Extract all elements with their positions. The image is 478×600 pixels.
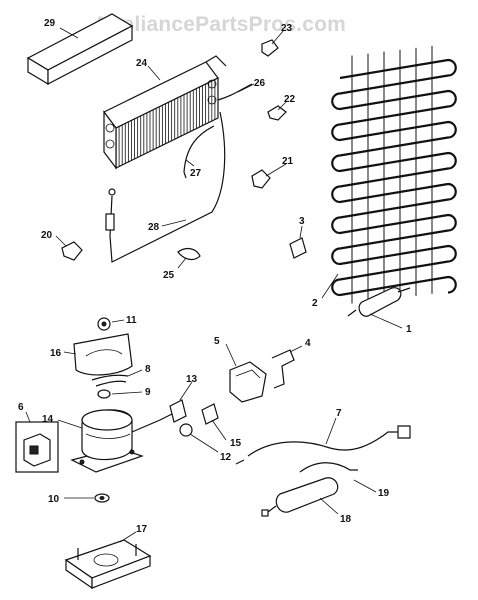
callout-15: 15 [230,438,242,449]
part-12-cap [179,423,193,437]
callout-20: 20 [41,230,53,241]
condenser-tube [331,58,457,297]
part-3-bracket [289,237,307,259]
part-2-wire-condenser [331,45,457,304]
part-28-tube [105,111,226,263]
part-6-inset [15,421,59,473]
part-8-clip [91,374,129,387]
callout-18: 18 [340,514,352,525]
part-16-cover [73,333,133,376]
callout-4: 4 [305,338,311,349]
callout-25: 25 [163,270,175,281]
leader-lines [25,27,403,543]
callout-19: 19 [378,488,390,499]
part-11-grommet [97,317,111,331]
watermark: AppliancePartsPros.com [93,13,346,36]
part-29-insulation-pad [26,13,134,86]
callout-labels: 1 2 3 4 5 6 7 8 9 10 11 12 13 14 15 16 1… [18,18,412,535]
part-17-base-plate [64,539,152,590]
callout-11: 11 [126,315,137,326]
part-15-clip [201,403,219,425]
callout-10: 10 [48,494,60,505]
callout-28: 28 [148,222,160,233]
part-4-bracket [271,349,295,389]
callout-8: 8 [145,364,151,375]
part-26-tube [217,83,253,101]
part-23-clip [261,39,279,57]
part-5-relay [229,361,267,403]
part-7-power-cord [235,425,411,465]
callout-26: 26 [254,78,266,89]
callout-21: 21 [282,156,294,167]
part-25-clip [177,247,201,261]
callout-1: 1 [406,324,412,335]
callout-27: 27 [190,168,202,179]
part-20-clip [61,241,83,261]
callout-2: 2 [312,298,318,309]
part-19-clamp [299,462,358,473]
part-9-washer [97,389,111,399]
callout-16: 16 [50,348,62,359]
part-10-grommet [94,493,110,503]
callout-6: 6 [18,402,24,413]
callout-22: 22 [284,94,296,105]
callout-13: 13 [186,374,198,385]
part-21-clip [251,169,271,189]
part-1-drier [347,287,411,317]
part-18-capacitor [261,477,339,517]
callout-14: 14 [42,414,54,425]
part-13-overload [169,399,187,423]
part-22-clip [267,105,287,121]
part-24-condenser-coil [103,55,227,170]
callout-3: 3 [299,216,305,227]
callout-23: 23 [281,23,293,34]
callout-17: 17 [136,524,148,535]
part-27-tube [183,125,215,179]
callout-12: 12 [220,452,232,463]
callout-5: 5 [214,336,220,347]
callout-9: 9 [145,387,151,398]
callout-29: 29 [44,18,56,29]
callout-24: 24 [136,58,148,69]
part-14-compressor [70,409,173,473]
callout-7: 7 [336,408,342,419]
